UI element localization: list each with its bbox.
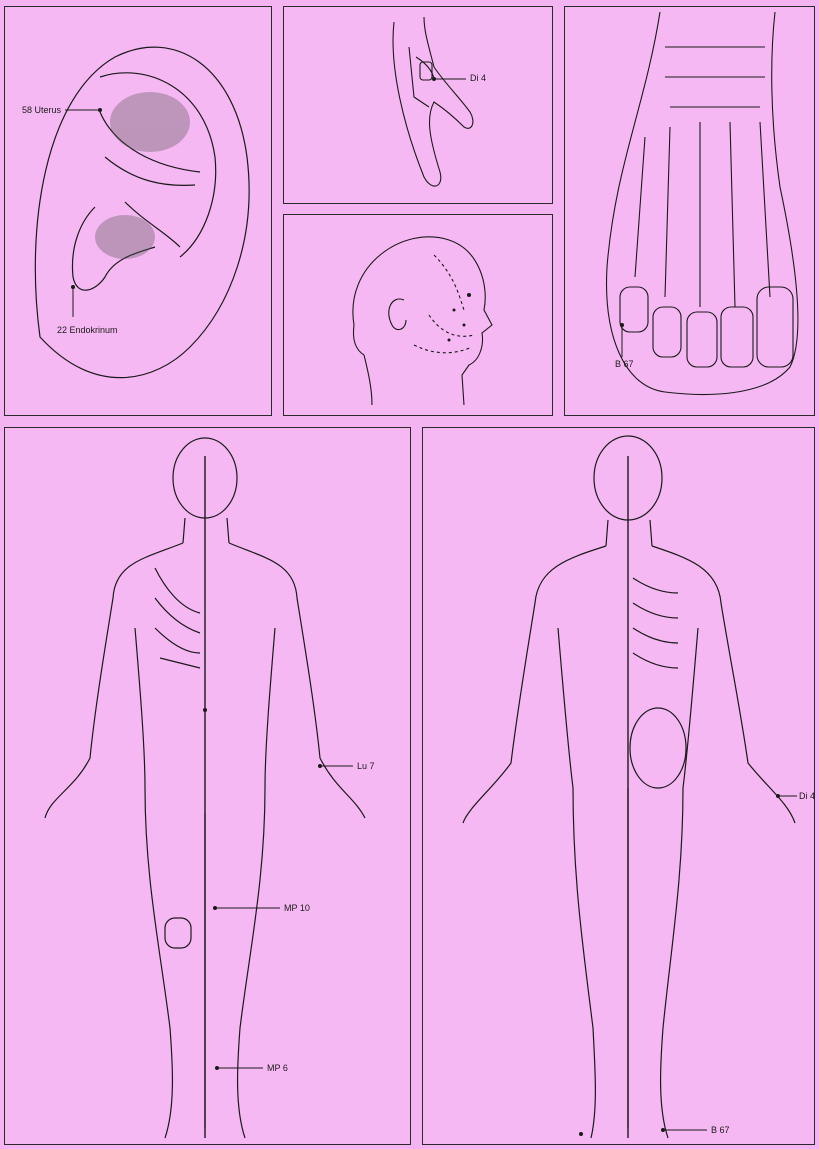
label-di4-back: Di 4	[799, 791, 815, 801]
front-body-panel: Lu 7 MP 10 MP 6	[4, 427, 411, 1145]
ear-illustration	[5, 7, 273, 417]
label-di4-hand: Di 4	[470, 73, 486, 83]
label-mp6: MP 6	[267, 1063, 288, 1073]
hand-panel: Di 4	[283, 6, 553, 204]
back-body-illustration	[423, 428, 816, 1146]
back-body-panel: Di 4 B 67	[422, 427, 815, 1145]
head-illustration	[284, 215, 554, 417]
label-58-uterus: 58 Uterus	[22, 105, 61, 115]
ear-panel: 58 Uterus 22 Endokrinum	[4, 6, 272, 416]
label-mp10: MP 10	[284, 903, 310, 913]
label-b67-foot: B 67	[615, 359, 634, 369]
label-lu7: Lu 7	[357, 761, 375, 771]
label-22-endokrinum: 22 Endokrinum	[57, 325, 118, 335]
front-body-illustration	[5, 428, 412, 1146]
foot-illustration	[565, 7, 816, 417]
foot-panel: B 67	[564, 6, 815, 416]
hand-illustration	[284, 7, 554, 205]
label-b67-back: B 67	[711, 1125, 730, 1135]
head-panel	[283, 214, 553, 416]
